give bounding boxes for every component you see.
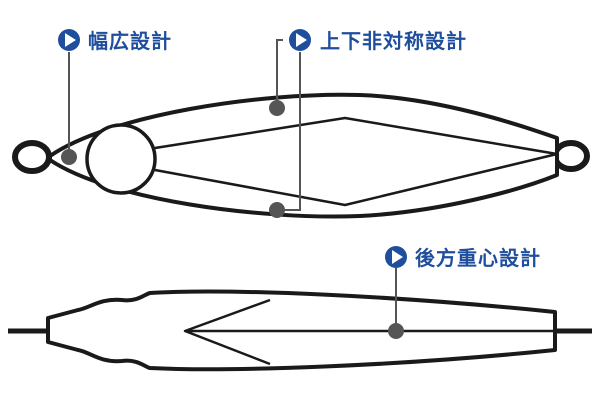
rear-eyelet [552,140,590,172]
leader-lines [68,39,397,331]
play-circle-icon [58,29,80,51]
callout-center-gravity-text: 後方重心設計 [415,246,541,270]
top-panel-lines [183,298,555,366]
jig-eye [85,123,157,195]
callout-asymmetric-text: 上下非対称設計 [320,29,467,53]
callout-wide-width-text: 幅広設計 [88,29,172,53]
callout-asymmetric: 上下非対称設計 [289,29,467,53]
leader-asymmetric-upper [276,39,283,107]
callout-center-gravity: 後方重心設計 [385,246,541,270]
play-circle-icon [289,29,311,51]
jig-body-outline [48,92,559,219]
front-eyelet [12,140,52,174]
jig-top-view [8,289,592,372]
dot-center-gravity [388,323,404,339]
dot-wide-width [61,149,77,165]
callout-wide-width: 幅広設計 [58,29,172,53]
body-panel-lines [154,116,559,207]
play-circle-icon [385,246,407,268]
dot-asymmetric-upper [269,100,285,116]
leader-dots [61,100,404,339]
jig-side-view [12,92,590,219]
dot-asymmetric-lower [269,202,285,218]
